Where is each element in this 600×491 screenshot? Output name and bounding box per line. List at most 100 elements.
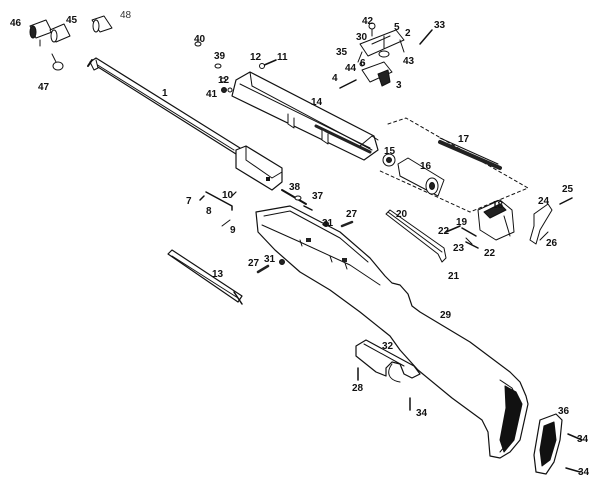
- label-part-46: 46: [10, 18, 22, 29]
- label-part-37: 37: [312, 191, 324, 202]
- part-39: [214, 63, 222, 69]
- trigger-group: [445, 197, 573, 249]
- label-part-27a: 27: [346, 209, 358, 220]
- stock-inlet-mark: [342, 258, 347, 262]
- label-part-48: 48: [120, 10, 132, 21]
- cocking-lever-part: [385, 209, 447, 263]
- label-part-35: 35: [336, 47, 348, 58]
- magazine-part: [167, 249, 243, 305]
- label-part-44: 44: [345, 63, 357, 74]
- part-8: [205, 191, 233, 211]
- receiver-cover-part: [231, 71, 379, 161]
- butt-plate-part: [533, 413, 563, 475]
- label-part-40: 40: [194, 34, 206, 45]
- bolt-leader-box: [377, 117, 529, 213]
- part-33: [419, 29, 433, 45]
- part-41: [221, 87, 227, 93]
- label-part-30: 30: [356, 32, 368, 43]
- label-part-21: 21: [448, 271, 460, 282]
- part-38: [281, 189, 307, 205]
- label-part-18: 18: [492, 200, 504, 211]
- label-part-23: 23: [453, 243, 465, 254]
- muzzle-parts-group: [29, 15, 113, 71]
- label-part-15: 15: [384, 146, 396, 157]
- rear-sight-assembly: [339, 22, 433, 89]
- label-part-2: 2: [405, 28, 411, 39]
- label-part-22b: 22: [484, 248, 496, 259]
- part-31b: [279, 259, 285, 265]
- part-26: [539, 231, 549, 241]
- part-30: [359, 29, 405, 57]
- label-part-33: 33: [434, 20, 446, 31]
- label-part-4: 4: [332, 73, 338, 84]
- label-part-7: 7: [186, 196, 192, 207]
- label-part-17: 17: [458, 134, 470, 145]
- label-part-16: 16: [420, 161, 432, 172]
- label-part-45: 45: [66, 15, 78, 26]
- label-part-12b: 12: [218, 75, 230, 86]
- part-23: [465, 237, 473, 245]
- label-part-28: 28: [352, 383, 364, 394]
- part-22a: [445, 225, 461, 233]
- label-part-32: 32: [382, 341, 394, 352]
- label-part-22a: 22: [438, 226, 450, 237]
- label-part-9: 9: [230, 225, 236, 236]
- part-9: [221, 219, 231, 227]
- label-part-8: 8: [206, 206, 212, 217]
- label-part-34b: 34: [577, 434, 589, 445]
- bolt-assembly: [377, 117, 529, 213]
- label-part-3: 3: [396, 80, 402, 91]
- label-part-39: 39: [214, 51, 226, 62]
- part-6: [359, 61, 365, 67]
- part-7: [199, 195, 205, 201]
- label-part-41: 41: [206, 89, 218, 100]
- label-part-29: 29: [440, 310, 452, 321]
- label-part-20: 20: [396, 209, 408, 220]
- part-27a: [340, 220, 354, 228]
- part-27b: [256, 264, 270, 274]
- label-part-25: 25: [562, 184, 574, 195]
- label-part-6: 6: [360, 58, 366, 69]
- part-22b: [465, 241, 479, 249]
- part-19: [461, 227, 477, 237]
- label-part-42: 42: [362, 16, 374, 27]
- part-31a: [323, 221, 329, 227]
- label-part-27b: 27: [248, 258, 260, 269]
- bottom-screws: [357, 367, 583, 473]
- part-labels: 1 2 3 4 5 6 7 8 9 10 11 12 12 13 14 15 1…: [10, 10, 590, 478]
- part-4: [339, 79, 357, 89]
- part-37: [303, 205, 313, 211]
- label-part-13: 13: [212, 269, 224, 280]
- stock-part: [255, 205, 529, 459]
- label-part-36: 36: [558, 406, 570, 417]
- label-part-19: 19: [456, 217, 468, 228]
- part-3: [361, 61, 393, 83]
- label-part-31b: 31: [264, 254, 276, 265]
- pins-and-screws: [199, 189, 354, 274]
- label-part-14: 14: [311, 97, 323, 108]
- stock-inlet-mark: [306, 238, 311, 242]
- part-43: [378, 50, 390, 58]
- part-12b: [220, 77, 226, 83]
- label-part-5: 5: [394, 22, 400, 33]
- label-part-11: 11: [277, 52, 288, 63]
- trigger-guard-part: [355, 339, 421, 383]
- part-24: [529, 203, 553, 245]
- label-part-43: 43: [403, 56, 415, 67]
- part-25: [559, 197, 573, 205]
- small-screws-group: [194, 41, 277, 93]
- label-part-12a: 12: [250, 52, 262, 63]
- label-part-31a: 31: [322, 218, 334, 229]
- label-part-34a: 34: [416, 408, 428, 419]
- label-part-26: 26: [546, 238, 558, 249]
- label-part-38: 38: [289, 182, 301, 193]
- label-part-10: 10: [222, 190, 234, 201]
- part-40: [194, 41, 202, 47]
- part-47: [52, 61, 64, 71]
- label-part-34c: 34: [578, 467, 590, 478]
- stock-butt-face: [499, 385, 523, 453]
- label-part-1: 1: [162, 88, 168, 99]
- label-part-24: 24: [538, 196, 550, 207]
- part-34c: [565, 467, 581, 473]
